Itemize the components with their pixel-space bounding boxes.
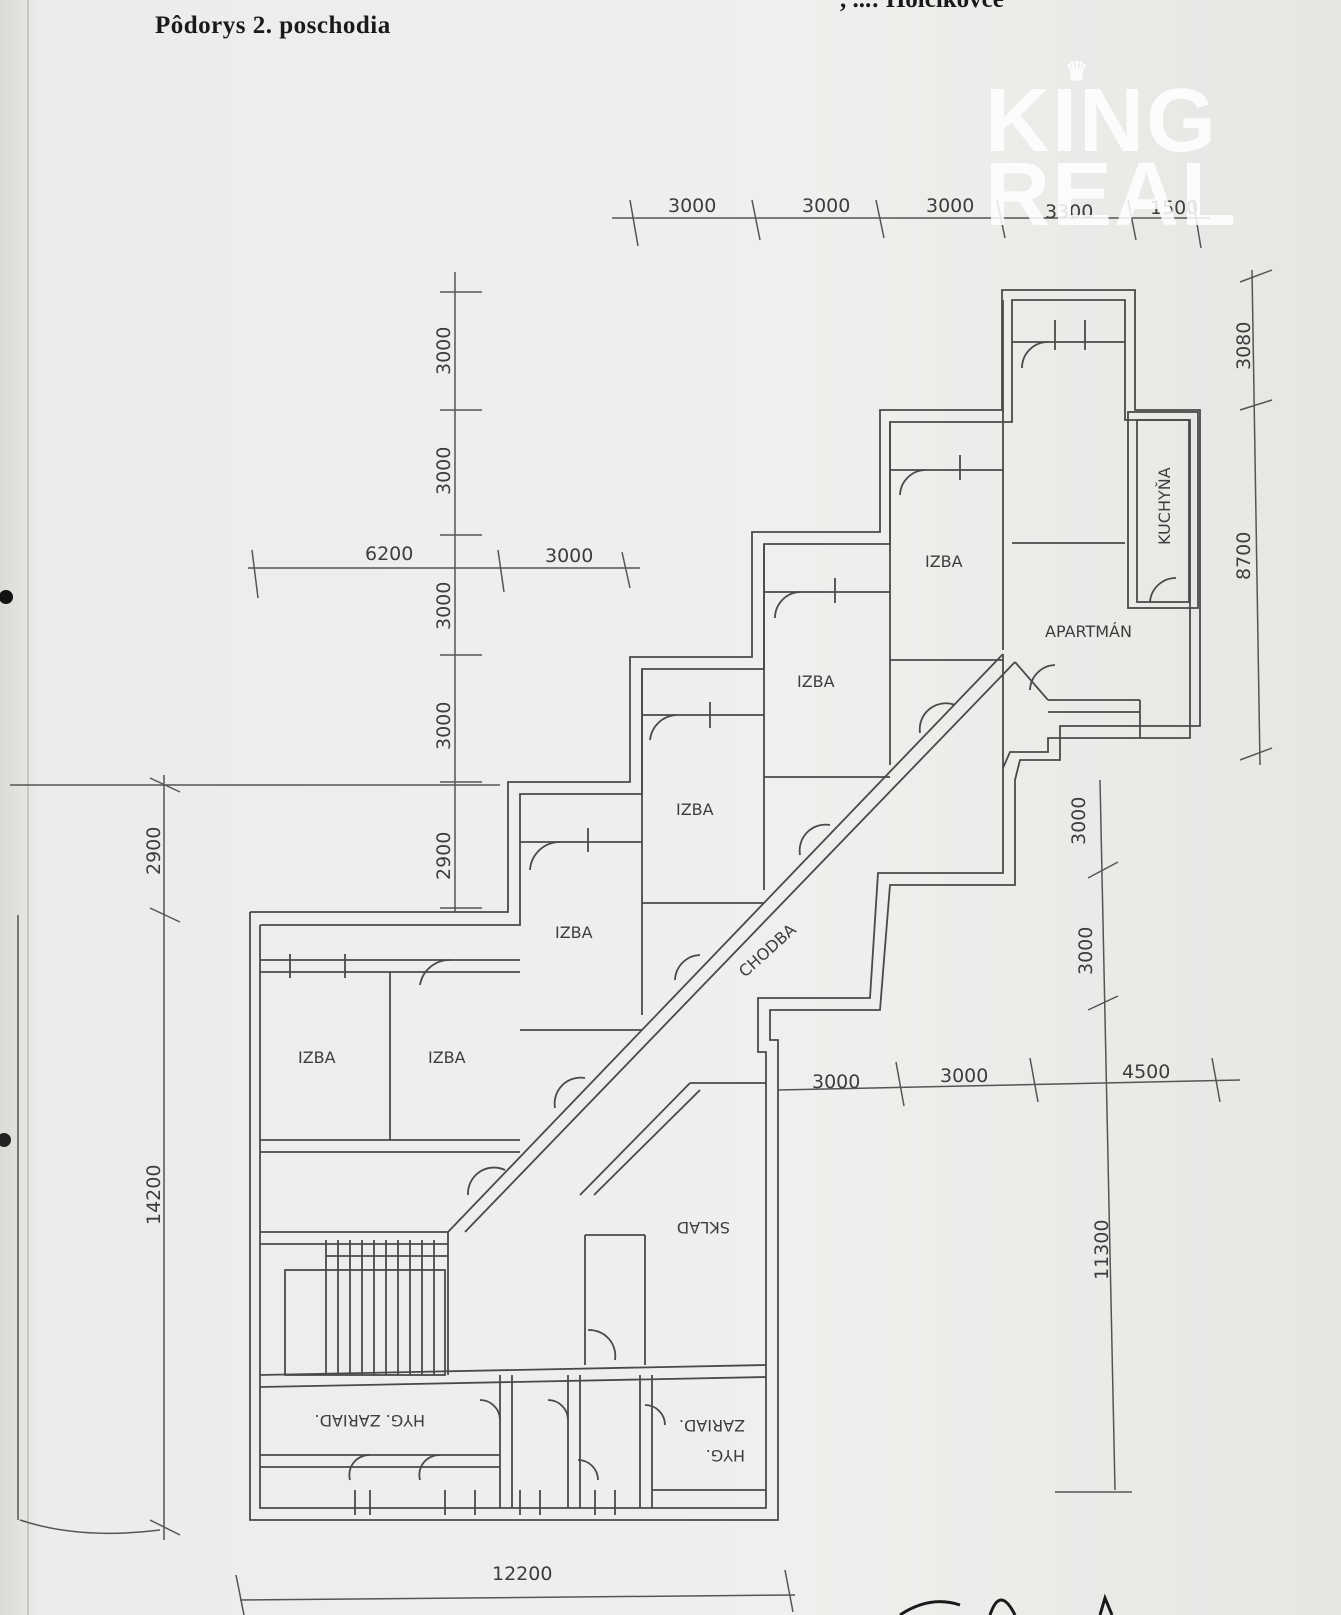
room-label-izba: IZBA <box>925 552 963 571</box>
dim-left-5: 2900 <box>433 832 455 880</box>
room-label-izba: IZBA <box>676 800 714 819</box>
dim-bottom-right-3: 4500 <box>1122 1061 1170 1083</box>
dim-mid-2: 3000 <box>545 545 593 567</box>
pen-mark <box>1098 1593 1114 1615</box>
dim-mid-1: 6200 <box>365 543 413 565</box>
room-label-hyg-left: HYG. ZARIAD. <box>315 1411 425 1430</box>
room-label-apartman: APARTMÁN <box>1045 622 1132 641</box>
dim-right-mid-1: 3000 <box>1068 797 1090 845</box>
room-label-kuchyna: KUCHYŇA <box>1155 467 1174 545</box>
dim-bottom-right-2: 3000 <box>940 1065 988 1087</box>
room-label-sklad: SKLAD <box>677 1218 730 1237</box>
dim-far-left-2: 14200 <box>143 1165 165 1225</box>
room-label-izba: IZBA <box>797 672 835 691</box>
dim-top-4: 3300 <box>1045 201 1093 223</box>
watermark-line-1: KING <box>985 71 1218 171</box>
crown-icon: ♛ <box>1065 56 1089 86</box>
room-label-hyg-right-1: HYG. <box>706 1446 745 1465</box>
dim-left-3: 3000 <box>433 582 455 630</box>
pen-mark <box>899 1600 961 1615</box>
dimension-lines <box>10 199 1273 1615</box>
page-heading-right: , ...: Holčíkovce <box>840 0 1004 14</box>
watermark-line-2: REAL <box>985 145 1238 245</box>
room-label-chodba: CHODBA <box>735 920 800 981</box>
dim-bottom-right-1: 3000 <box>812 1071 860 1093</box>
dim-far-left-1: 2900 <box>143 827 165 875</box>
dim-right-1: 3080 <box>1233 322 1255 370</box>
room-label-izba: IZBA <box>555 923 593 942</box>
room-label-hyg-right-2: ZARIAD. <box>679 1416 745 1435</box>
dimension-labels: 3000 3000 3000 3300 1500 3000 3000 3000 … <box>143 195 1255 1585</box>
dim-right-mid-3: 11300 <box>1091 1220 1113 1280</box>
dim-left-1: 3000 <box>433 327 455 375</box>
page-heading: Pôdorys 2. poschodia <box>155 12 391 39</box>
dim-right-2: 8700 <box>1233 532 1255 580</box>
building-outline <box>249 289 1201 1521</box>
dim-top-5: 1500 <box>1150 197 1198 219</box>
dim-top-2: 3000 <box>802 195 850 217</box>
room-label-izba: IZBA <box>298 1048 336 1067</box>
dim-right-mid-2: 3000 <box>1075 927 1097 975</box>
binder-hole <box>0 590 13 604</box>
room-label-izba: IZBA <box>428 1048 466 1067</box>
pen-mark <box>988 1598 1017 1615</box>
dim-top-3: 3000 <box>926 195 974 217</box>
dim-top-1: 3000 <box>668 195 716 217</box>
dim-left-4: 3000 <box>433 702 455 750</box>
dim-bottom: 12200 <box>492 1563 552 1585</box>
binder-hole <box>0 1133 11 1147</box>
room-labels: IZBA IZBA IZBA IZBA IZBA IZBA APARTMÁN K… <box>298 467 1174 1465</box>
king-real-watermark: ♛ KING REAL <box>985 56 1245 240</box>
dim-left-2: 3000 <box>433 447 455 495</box>
